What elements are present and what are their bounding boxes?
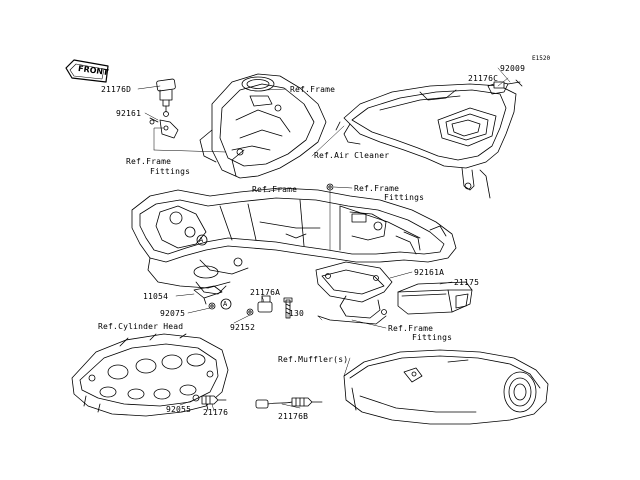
callout-a-lower-label: A <box>223 300 228 308</box>
callout-a-frame-icon <box>196 234 208 246</box>
label-21176d: 21176D <box>101 85 132 94</box>
front-arrow-icon <box>65 59 109 83</box>
oring-92055-part <box>192 394 200 402</box>
label-11054: 11054 <box>143 292 169 301</box>
label-130: 130 <box>289 309 305 318</box>
label-ref-cylinder-head: Ref.Cylinder Head <box>98 322 184 331</box>
label-21176b: 21176B <box>278 412 309 421</box>
label-ref-frame-top: Ref.Frame <box>290 85 336 94</box>
label-21176: 21176 <box>203 408 229 417</box>
label-ref-frame-fittings-2a: Ref.Frame <box>354 184 400 193</box>
label-92055: 92055 <box>166 405 192 414</box>
label-92075: 92075 <box>160 309 186 318</box>
ecu-21175-part <box>397 281 473 315</box>
label-21176a: 21176A <box>250 288 281 297</box>
label-92161a: 92161A <box>414 268 445 277</box>
label-21176c: 21176C <box>468 74 499 83</box>
label-92161: 92161 <box>116 109 142 118</box>
main-frame-part <box>131 187 457 295</box>
diagram-code: E1520 <box>532 55 551 62</box>
label-ref-frame-fittings-3a: Ref.Frame <box>388 324 434 333</box>
muffler-part <box>343 349 549 425</box>
label-ref-frame-fittings-1a: Ref.Frame <box>126 157 172 166</box>
bracket-92161-part <box>149 117 179 139</box>
label-ref-muffler: Ref.Muffler(s) <box>278 355 349 364</box>
label-92009: 92009 <box>500 64 526 73</box>
sensor-21176a-part <box>246 295 273 316</box>
label-ref-frame-fittings-1b: Fittings <box>150 167 191 176</box>
leader-lines <box>137 67 511 412</box>
label-ref-frame-fittings-3b: Fittings <box>412 333 453 342</box>
washer-part <box>326 183 334 191</box>
grommet-92075-part <box>208 302 216 310</box>
label-ref-air-cleaner: Ref.Air Cleaner <box>314 151 390 160</box>
bracket-92161a-part <box>315 261 393 325</box>
label-92152: 92152 <box>230 323 256 332</box>
sensor-21176b-part <box>255 397 323 409</box>
air-cleaner-part <box>335 83 517 199</box>
sensor-21176-part <box>201 395 227 405</box>
frame-upper-part <box>199 73 327 179</box>
sensor-21176d-part <box>156 78 176 117</box>
callout-a-frame-label: A <box>199 236 204 244</box>
label-ref-frame-mid: Ref.Frame <box>252 185 298 194</box>
label-ref-frame-fittings-2b: Fittings <box>384 193 425 202</box>
bracket-11054-part <box>193 285 223 305</box>
callout-a-lower-icon <box>220 298 232 310</box>
label-21175: 21175 <box>454 278 480 287</box>
